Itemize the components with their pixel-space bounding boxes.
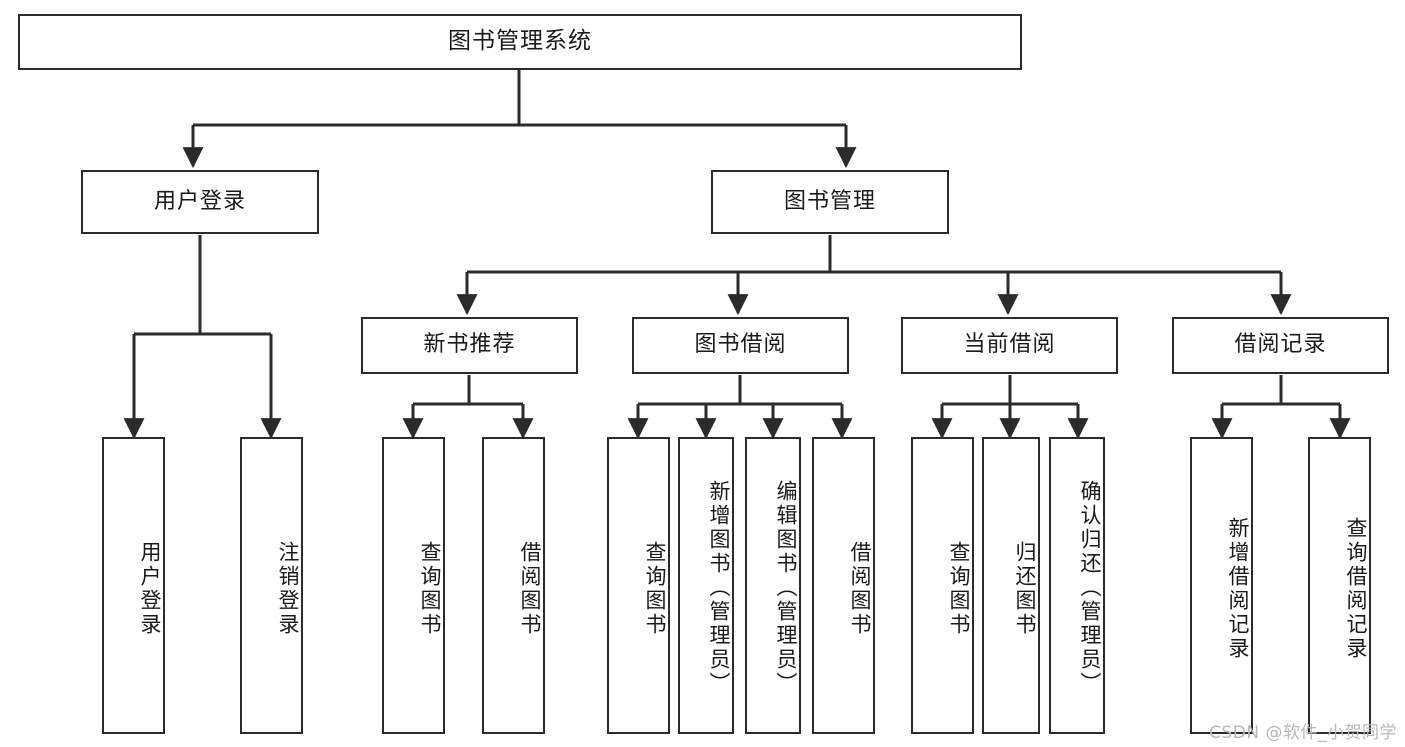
- node-current-borrow[interactable]: 当前借阅: [901, 317, 1118, 374]
- leaf-add-book-label: 新增图书（管理员）: [707, 479, 731, 696]
- node-book-borrow[interactable]: 图书借阅: [632, 317, 849, 374]
- node-user-login-label: 用户登录: [153, 188, 246, 214]
- node-current-borrow-label: 当前借阅: [963, 332, 1056, 358]
- node-borrow-record-label: 借阅记录: [1234, 332, 1327, 358]
- leaf-borrow-book-1-label: 借阅图书: [518, 540, 542, 637]
- watermark: CSDN @软件_小贺同学: [1209, 723, 1397, 743]
- leaf-borrow-book-1[interactable]: 借阅图书: [482, 437, 545, 734]
- leaf-query-book-3-label: 查询图书: [947, 540, 971, 637]
- node-new-book-recommend-label: 新书推荐: [423, 332, 516, 358]
- node-book-manage[interactable]: 图书管理: [711, 170, 949, 234]
- leaf-add-record[interactable]: 新增借阅记录: [1190, 437, 1253, 734]
- leaf-query-record-label: 查询借阅记录: [1344, 516, 1368, 661]
- leaf-add-record-label: 新增借阅记录: [1226, 516, 1250, 661]
- leaf-return-book-label: 归还图书: [1013, 540, 1037, 637]
- leaf-edit-book[interactable]: 编辑图书（管理员）: [745, 437, 801, 734]
- leaf-query-record[interactable]: 查询借阅记录: [1308, 437, 1371, 734]
- node-new-book-recommend[interactable]: 新书推荐: [361, 317, 578, 374]
- leaf-logout[interactable]: 注销登录: [240, 437, 303, 734]
- leaf-user-login-label: 用户登录: [138, 540, 162, 637]
- node-book-manage-label: 图书管理: [783, 188, 876, 214]
- leaf-add-book[interactable]: 新增图书（管理员）: [678, 437, 734, 734]
- node-user-login[interactable]: 用户登录: [81, 170, 319, 234]
- leaf-borrow-book-2-label: 借阅图书: [848, 540, 872, 637]
- node-borrow-record[interactable]: 借阅记录: [1172, 317, 1389, 374]
- leaf-logout-label: 注销登录: [276, 540, 300, 637]
- leaf-query-book-2-label: 查询图书: [643, 540, 667, 637]
- leaf-return-book[interactable]: 归还图书: [982, 437, 1040, 734]
- leaf-confirm-return[interactable]: 确认归还（管理员）: [1049, 437, 1105, 734]
- leaf-confirm-return-label: 确认归还（管理员）: [1078, 479, 1102, 696]
- leaf-borrow-book-2[interactable]: 借阅图书: [812, 437, 875, 734]
- node-root-label: 图书管理系统: [448, 28, 592, 55]
- leaf-user-login[interactable]: 用户登录: [102, 437, 165, 734]
- node-book-borrow-label: 图书借阅: [694, 332, 787, 358]
- leaf-query-book-1-label: 查询图书: [418, 540, 442, 637]
- leaf-query-book-1[interactable]: 查询图书: [382, 437, 445, 734]
- leaf-query-book-3[interactable]: 查询图书: [911, 437, 974, 734]
- node-root[interactable]: 图书管理系统: [18, 14, 1022, 70]
- leaf-edit-book-label: 编辑图书（管理员）: [774, 479, 798, 696]
- leaf-query-book-2[interactable]: 查询图书: [607, 437, 670, 734]
